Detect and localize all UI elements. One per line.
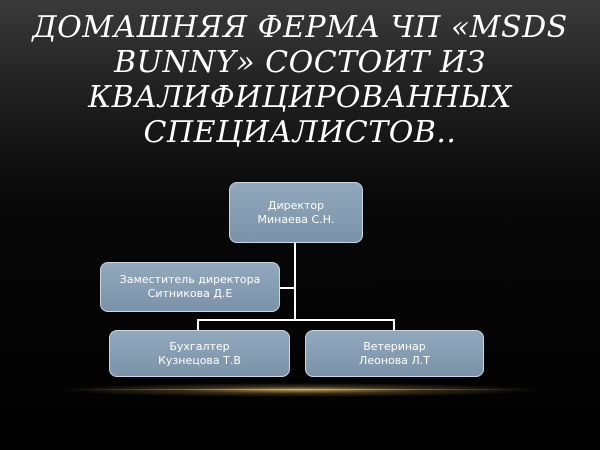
connector-veterinarian-drop (393, 319, 395, 331)
connector-accountant-drop (197, 319, 199, 331)
accountant-role: Бухгалтер (169, 339, 230, 353)
deputy-director-role: Заместитель директора (119, 273, 261, 286)
connector-director-stem (294, 243, 296, 320)
connector-deputy-branch (280, 287, 295, 289)
accountant-name: Кузнецова Т.В (158, 353, 241, 367)
floor-line (70, 389, 530, 390)
slide-title: ДОМАШНЯЯ ФЕРМА ЧП «MSDS BUNNY» СОСТОИТ И… (32, 10, 568, 150)
floor-glow (60, 383, 540, 397)
director-name: Минаева С.Н. (257, 212, 335, 226)
connector-bottom-bar (197, 319, 395, 321)
deputy-director-name: Ситникова Д.Е (147, 287, 233, 300)
veterinarian-box: Ветеринар Леонова Л.Т (305, 330, 484, 377)
veterinarian-role: Ветеринар (363, 339, 426, 353)
deputy-director-box: Заместитель директора Ситникова Д.Е (100, 262, 280, 312)
veterinarian-name: Леонова Л.Т (359, 353, 430, 367)
accountant-box: Бухгалтер Кузнецова Т.В (109, 330, 290, 377)
director-box: Директор Минаева С.Н. (229, 182, 363, 243)
director-role: Директор (267, 198, 325, 212)
